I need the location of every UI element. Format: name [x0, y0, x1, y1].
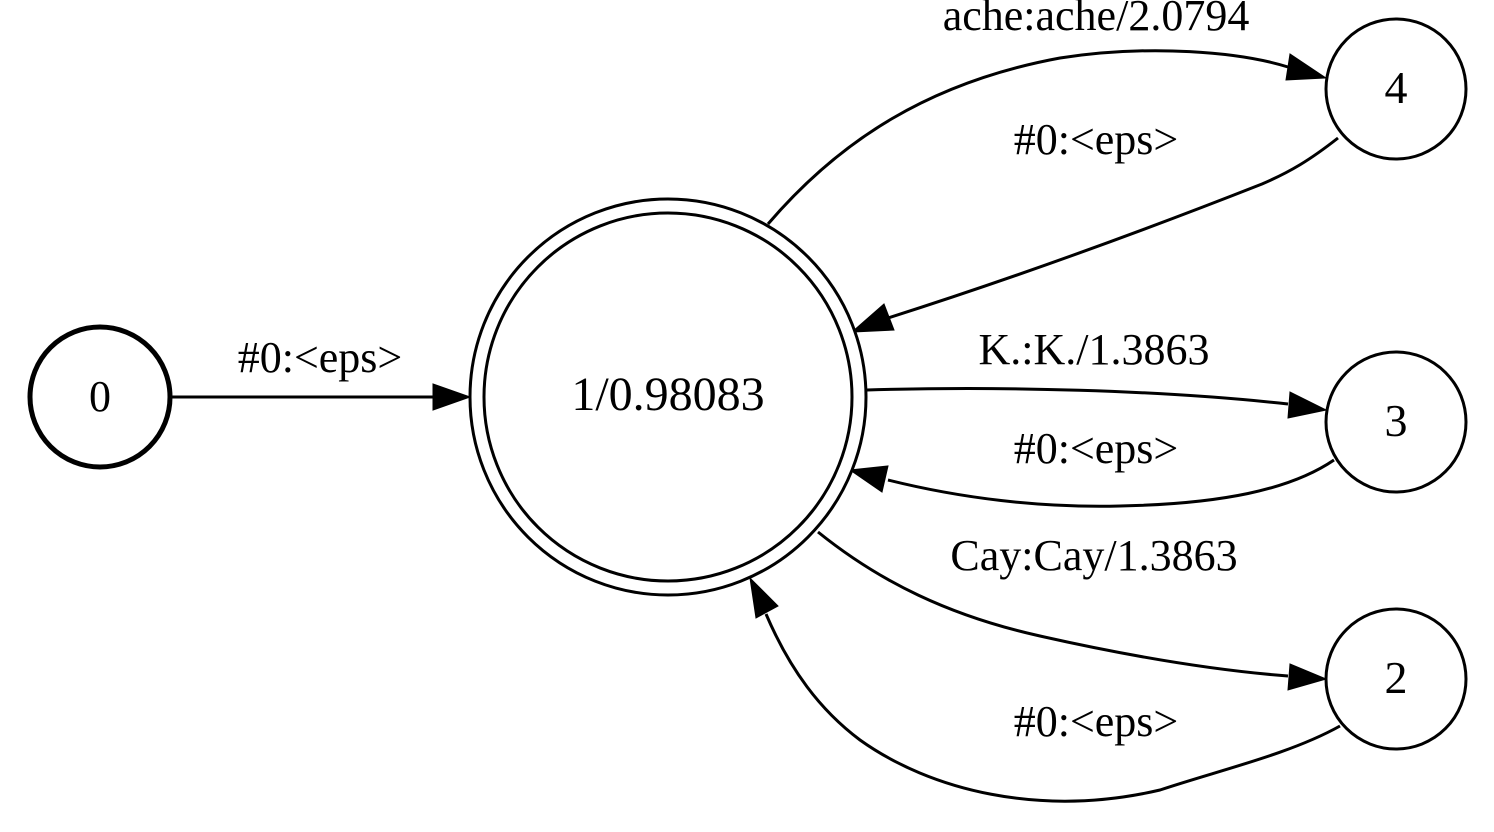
edge-1-2: Cay:Cay/1.3863 — [817, 530, 1328, 691]
edge-label-1-3: K.:K./1.3863 — [979, 325, 1210, 374]
state-circle-3 — [1324, 350, 1468, 494]
final-state-inner-circle — [482, 211, 854, 583]
state-3: 3 — [1324, 350, 1468, 494]
edge-4-1: #0:<eps> — [850, 115, 1339, 333]
edge-label-0-1: #0:<eps> — [238, 333, 403, 382]
state-1: 1/0.98083 — [468, 197, 868, 597]
edge-1-3: K.:K./1.3863 — [866, 325, 1328, 419]
edge-label-4-1: #0:<eps> — [1014, 115, 1179, 164]
state-label-2: 2 — [1385, 652, 1408, 703]
edge-1-4: ache:ache/2.0794 — [766, 0, 1328, 225]
state-circle-2 — [1324, 607, 1468, 751]
edge-label-1-4: ache:ache/2.0794 — [943, 0, 1250, 40]
state-label-4: 4 — [1385, 62, 1408, 113]
edge-label-2-1: #0:<eps> — [1014, 697, 1179, 746]
edge-2-1: #0:<eps> — [749, 576, 1341, 803]
edge-label-1-2: Cay:Cay/1.3863 — [950, 531, 1237, 580]
start-state-circle — [27, 324, 173, 470]
state-label-3: 3 — [1385, 395, 1408, 446]
edge-label-3-1: #0:<eps> — [1014, 424, 1179, 473]
state-0: 0 — [27, 324, 173, 470]
state-4: 4 — [1324, 17, 1468, 161]
state-label-1: 1/0.98083 — [571, 368, 764, 421]
edge-0-1: #0:<eps> — [172, 333, 472, 411]
state-circle-4 — [1324, 17, 1468, 161]
state-2: 2 — [1324, 607, 1468, 751]
state-label-0: 0 — [89, 372, 111, 421]
edge-3-1: #0:<eps> — [848, 424, 1335, 508]
